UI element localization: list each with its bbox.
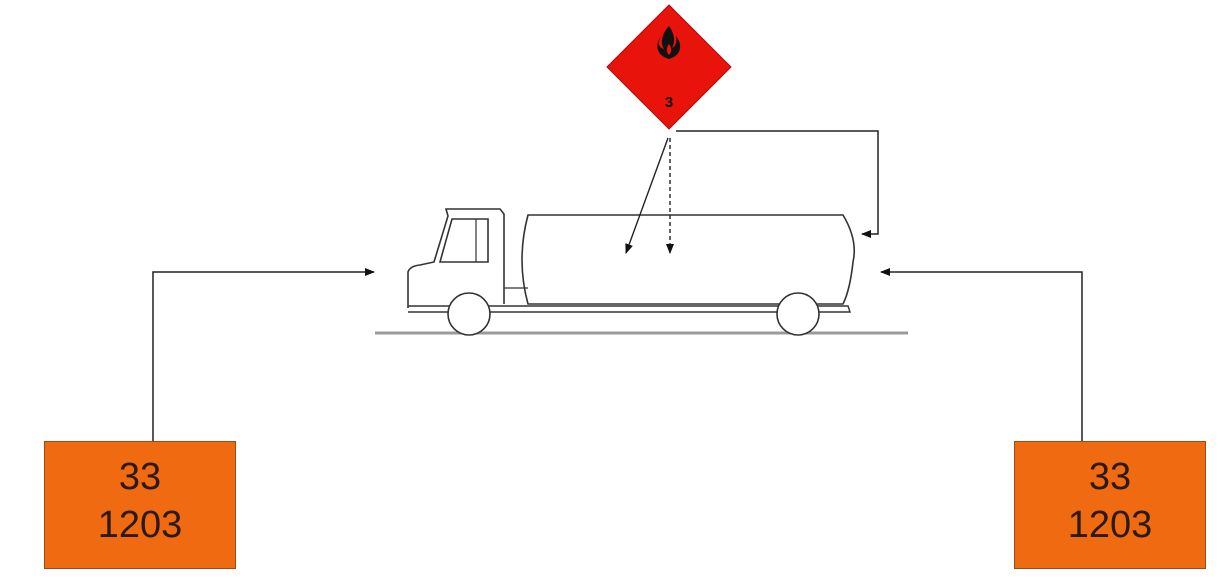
orange-plate-left: 33 1203: [44, 441, 236, 569]
tank: [521, 214, 856, 305]
un-number: 1203: [97, 504, 183, 546]
un-number: 1203: [1067, 504, 1153, 546]
front-wheel: [447, 292, 491, 336]
truck-cab: [407, 208, 505, 308]
orange-plate-right: 33 1203: [1014, 441, 1206, 569]
rear-wheel: [776, 292, 820, 336]
hazard-placard: 3: [606, 4, 732, 130]
right-plate-connector: [880, 268, 1083, 441]
placard-diamond: [606, 4, 732, 130]
cab-window: [438, 218, 489, 263]
hazard-id-number: 33: [118, 456, 162, 498]
left-plate-connector: [152, 268, 375, 441]
hazard-id-number: 33: [1088, 456, 1132, 498]
flame-icon: [657, 26, 681, 59]
placard-class-number: 3: [665, 94, 673, 111]
tanker-truck: [407, 208, 856, 336]
placard-arrow-solid: [625, 137, 669, 254]
placard-rear-connector: [676, 130, 879, 238]
truck-chassis: [408, 305, 851, 313]
